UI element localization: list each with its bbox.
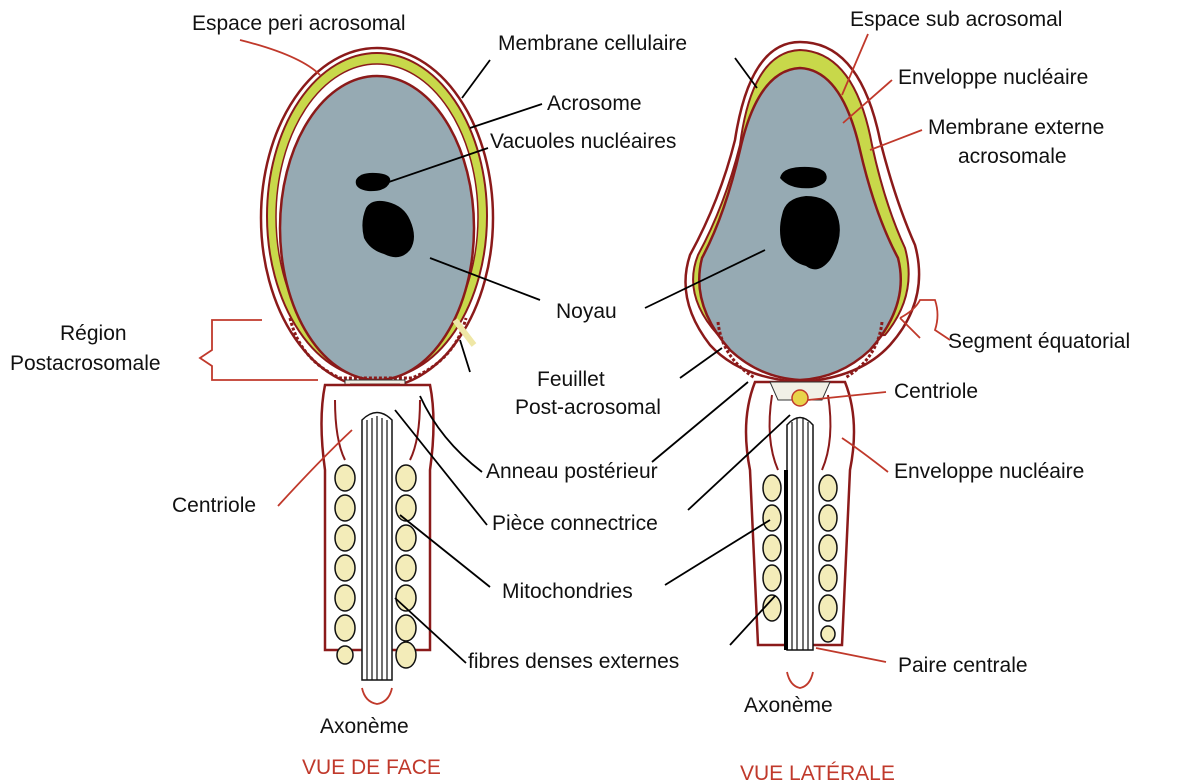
label-piece: Pièce connectrice [492, 512, 658, 535]
side-axoneme [787, 418, 813, 651]
label-paire: Paire centrale [898, 654, 1028, 677]
label-membrane-ext-line1: Membrane externe [928, 116, 1104, 139]
label-membrane-cellulaire: Membrane cellulaire [498, 32, 687, 55]
front-view-tail [322, 380, 434, 704]
label-axoneme-right: Axonème [744, 694, 833, 717]
label-acrosome: Acrosome [547, 92, 642, 115]
label-membrane-ext-line2: acrosomale [958, 145, 1067, 168]
label-fibres: fibres denses externes [468, 650, 679, 673]
label-centriole-left: Centriole [172, 494, 256, 517]
label-noyau: Noyau [556, 300, 617, 323]
label-mito: Mitochondries [502, 580, 633, 603]
caption-vue-de-face: VUE DE FACE [302, 756, 441, 779]
front-axoneme-brace [362, 688, 392, 704]
front-view-head [261, 48, 493, 388]
side-axoneme-brace [787, 672, 813, 688]
label-feuillet-line1: Feuillet [537, 368, 605, 391]
side-view-tail [746, 382, 854, 688]
label-anneau: Anneau postérieur [486, 460, 658, 483]
label-centriole-right: Centriole [894, 380, 978, 403]
label-axoneme-left: Axonème [320, 715, 409, 738]
label-segment: Segment équatorial [948, 330, 1130, 353]
label-feuillet-line2: Post-acrosomal [515, 396, 661, 419]
side-centriole [792, 390, 808, 406]
label-region-line2: Postacrosomale [10, 352, 161, 375]
label-enveloppe-bottom: Enveloppe nucléaire [894, 460, 1084, 483]
label-espace-sub: Espace sub acrosomal [850, 8, 1062, 31]
caption-vue-laterale: VUE LATÉRALE [740, 762, 895, 783]
label-vacuoles: Vacuoles nucléaires [490, 130, 676, 153]
side-view-head [686, 42, 920, 382]
label-enveloppe-top: Enveloppe nucléaire [898, 66, 1088, 89]
label-region-line1: Région [60, 322, 127, 345]
label-espace-peri: Espace peri acrosomal [192, 12, 406, 35]
